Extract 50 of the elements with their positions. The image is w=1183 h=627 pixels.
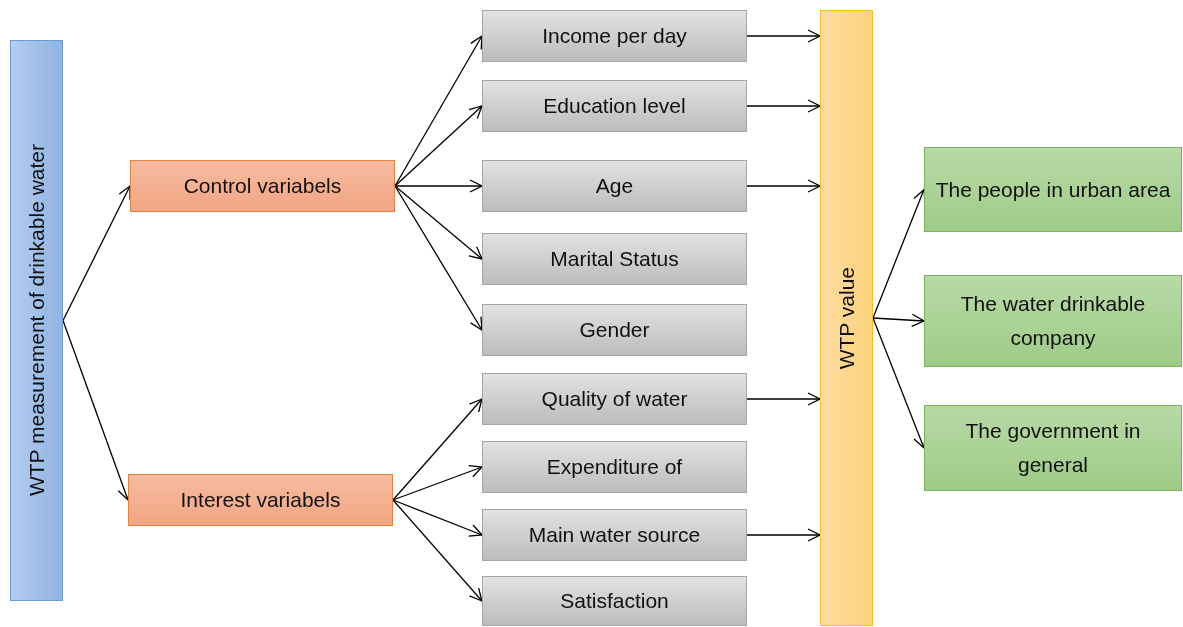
variable-box bbox=[482, 576, 747, 626]
box-label: Age bbox=[595, 173, 634, 200]
box-label: Control variabels bbox=[183, 173, 342, 200]
arrow bbox=[746, 99, 821, 113]
box-label: The people in urban area bbox=[935, 176, 1171, 203]
variable-box bbox=[482, 233, 747, 285]
arrow bbox=[394, 35, 483, 187]
box-label: WTP measurement of drinkable water bbox=[23, 144, 49, 497]
arrow bbox=[392, 464, 483, 501]
variable-box bbox=[482, 509, 747, 561]
process-box bbox=[128, 474, 393, 526]
arrow bbox=[394, 179, 483, 193]
box-label: Education level bbox=[543, 93, 686, 120]
arrow bbox=[746, 392, 821, 406]
process-box bbox=[130, 160, 395, 212]
arrow bbox=[394, 105, 483, 187]
arrow bbox=[62, 185, 131, 322]
box-label: The water drinkable company bbox=[959, 291, 1147, 351]
arrow bbox=[746, 528, 821, 542]
arrow bbox=[872, 317, 926, 449]
result-box bbox=[924, 275, 1182, 367]
box-label: Marital Status bbox=[550, 246, 679, 273]
arrow bbox=[392, 398, 483, 501]
arrow bbox=[872, 313, 925, 327]
variable-box bbox=[482, 10, 747, 62]
box-label: WTP value bbox=[833, 266, 859, 370]
arrow bbox=[872, 188, 926, 319]
arrow bbox=[394, 185, 483, 260]
box-label: Quality of water bbox=[541, 386, 688, 413]
box-label: The government in general bbox=[964, 418, 1142, 478]
box-label: Income per day bbox=[542, 23, 687, 50]
vertical-box bbox=[10, 40, 63, 601]
arrow bbox=[392, 499, 483, 602]
variable-box bbox=[482, 373, 747, 425]
variable-box bbox=[482, 80, 747, 132]
arrow bbox=[394, 185, 483, 331]
arrow bbox=[746, 29, 821, 43]
arrow bbox=[392, 499, 483, 537]
box-label: Gender bbox=[579, 317, 650, 344]
box-label: Main water source bbox=[528, 522, 701, 549]
box-label: Interest variabels bbox=[180, 487, 341, 514]
arrow bbox=[746, 179, 821, 193]
box-label: Expenditure of bbox=[546, 454, 683, 481]
variable-box bbox=[482, 304, 747, 356]
result-box bbox=[924, 405, 1182, 491]
variable-box bbox=[482, 441, 747, 493]
variable-box bbox=[482, 160, 747, 212]
vertical-box bbox=[820, 10, 873, 626]
box-label: Satisfaction bbox=[560, 588, 669, 615]
result-box bbox=[924, 147, 1182, 232]
